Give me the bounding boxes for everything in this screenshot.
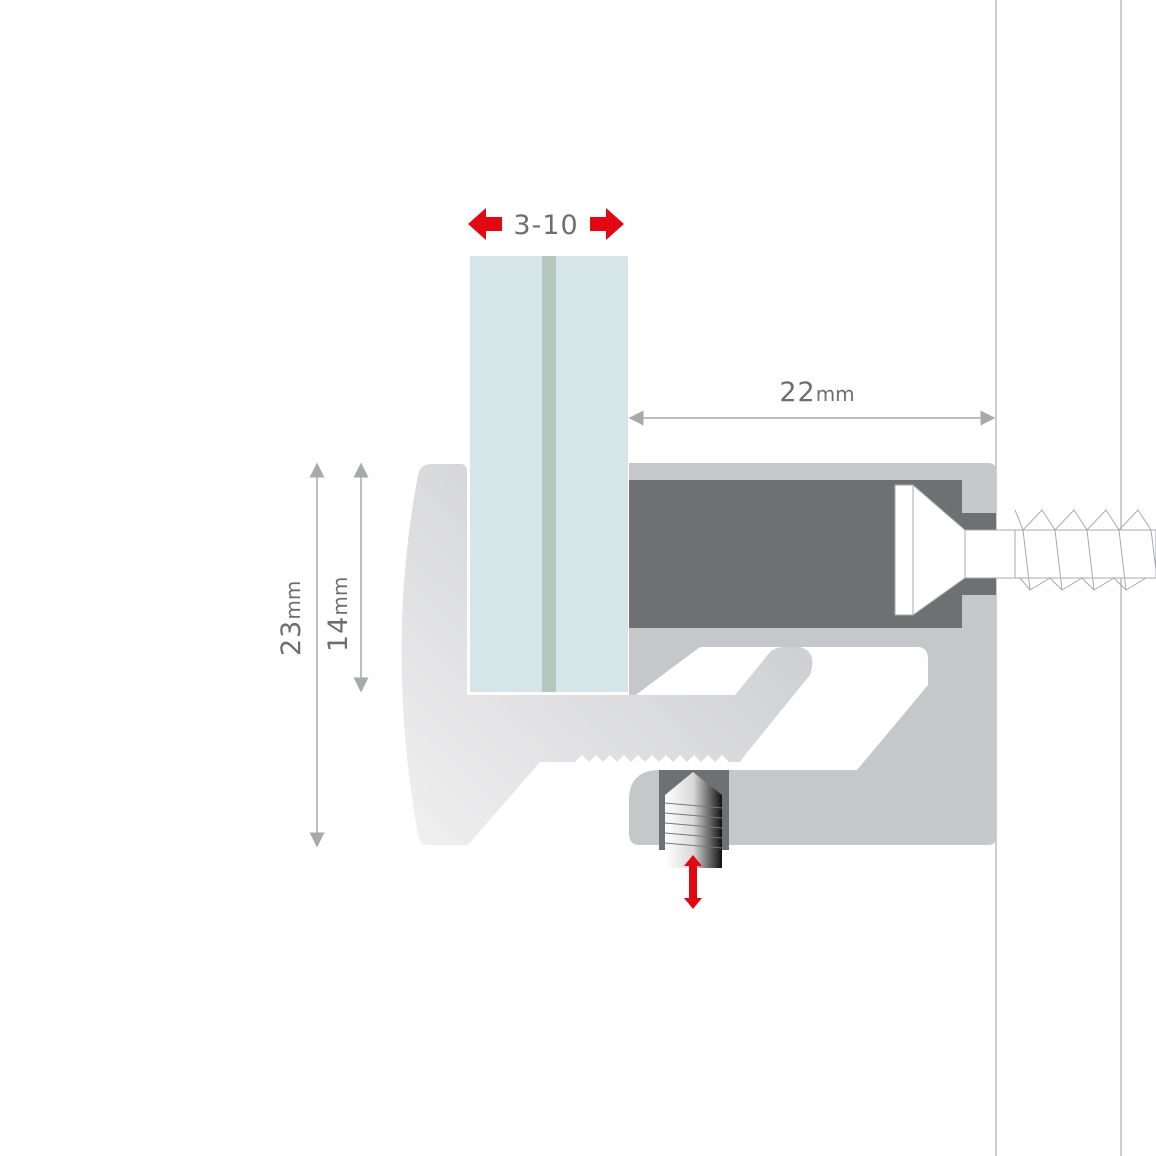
clamp-depth-label: 14mm — [323, 577, 354, 652]
adjust-arrow-icon — [684, 855, 702, 909]
set-screw — [659, 770, 729, 868]
arrow-left-icon — [468, 208, 502, 240]
wall-screw — [894, 483, 1156, 616]
glass-thickness-label: 3-10 — [513, 210, 578, 241]
clamp-jaw — [401, 464, 813, 845]
wall-distance-label: 22mm — [779, 377, 854, 408]
glass-panel — [470, 256, 628, 692]
jaw-teeth — [575, 755, 729, 762]
arrow-right-icon — [590, 208, 624, 240]
total-height-label: 23mm — [276, 581, 307, 656]
